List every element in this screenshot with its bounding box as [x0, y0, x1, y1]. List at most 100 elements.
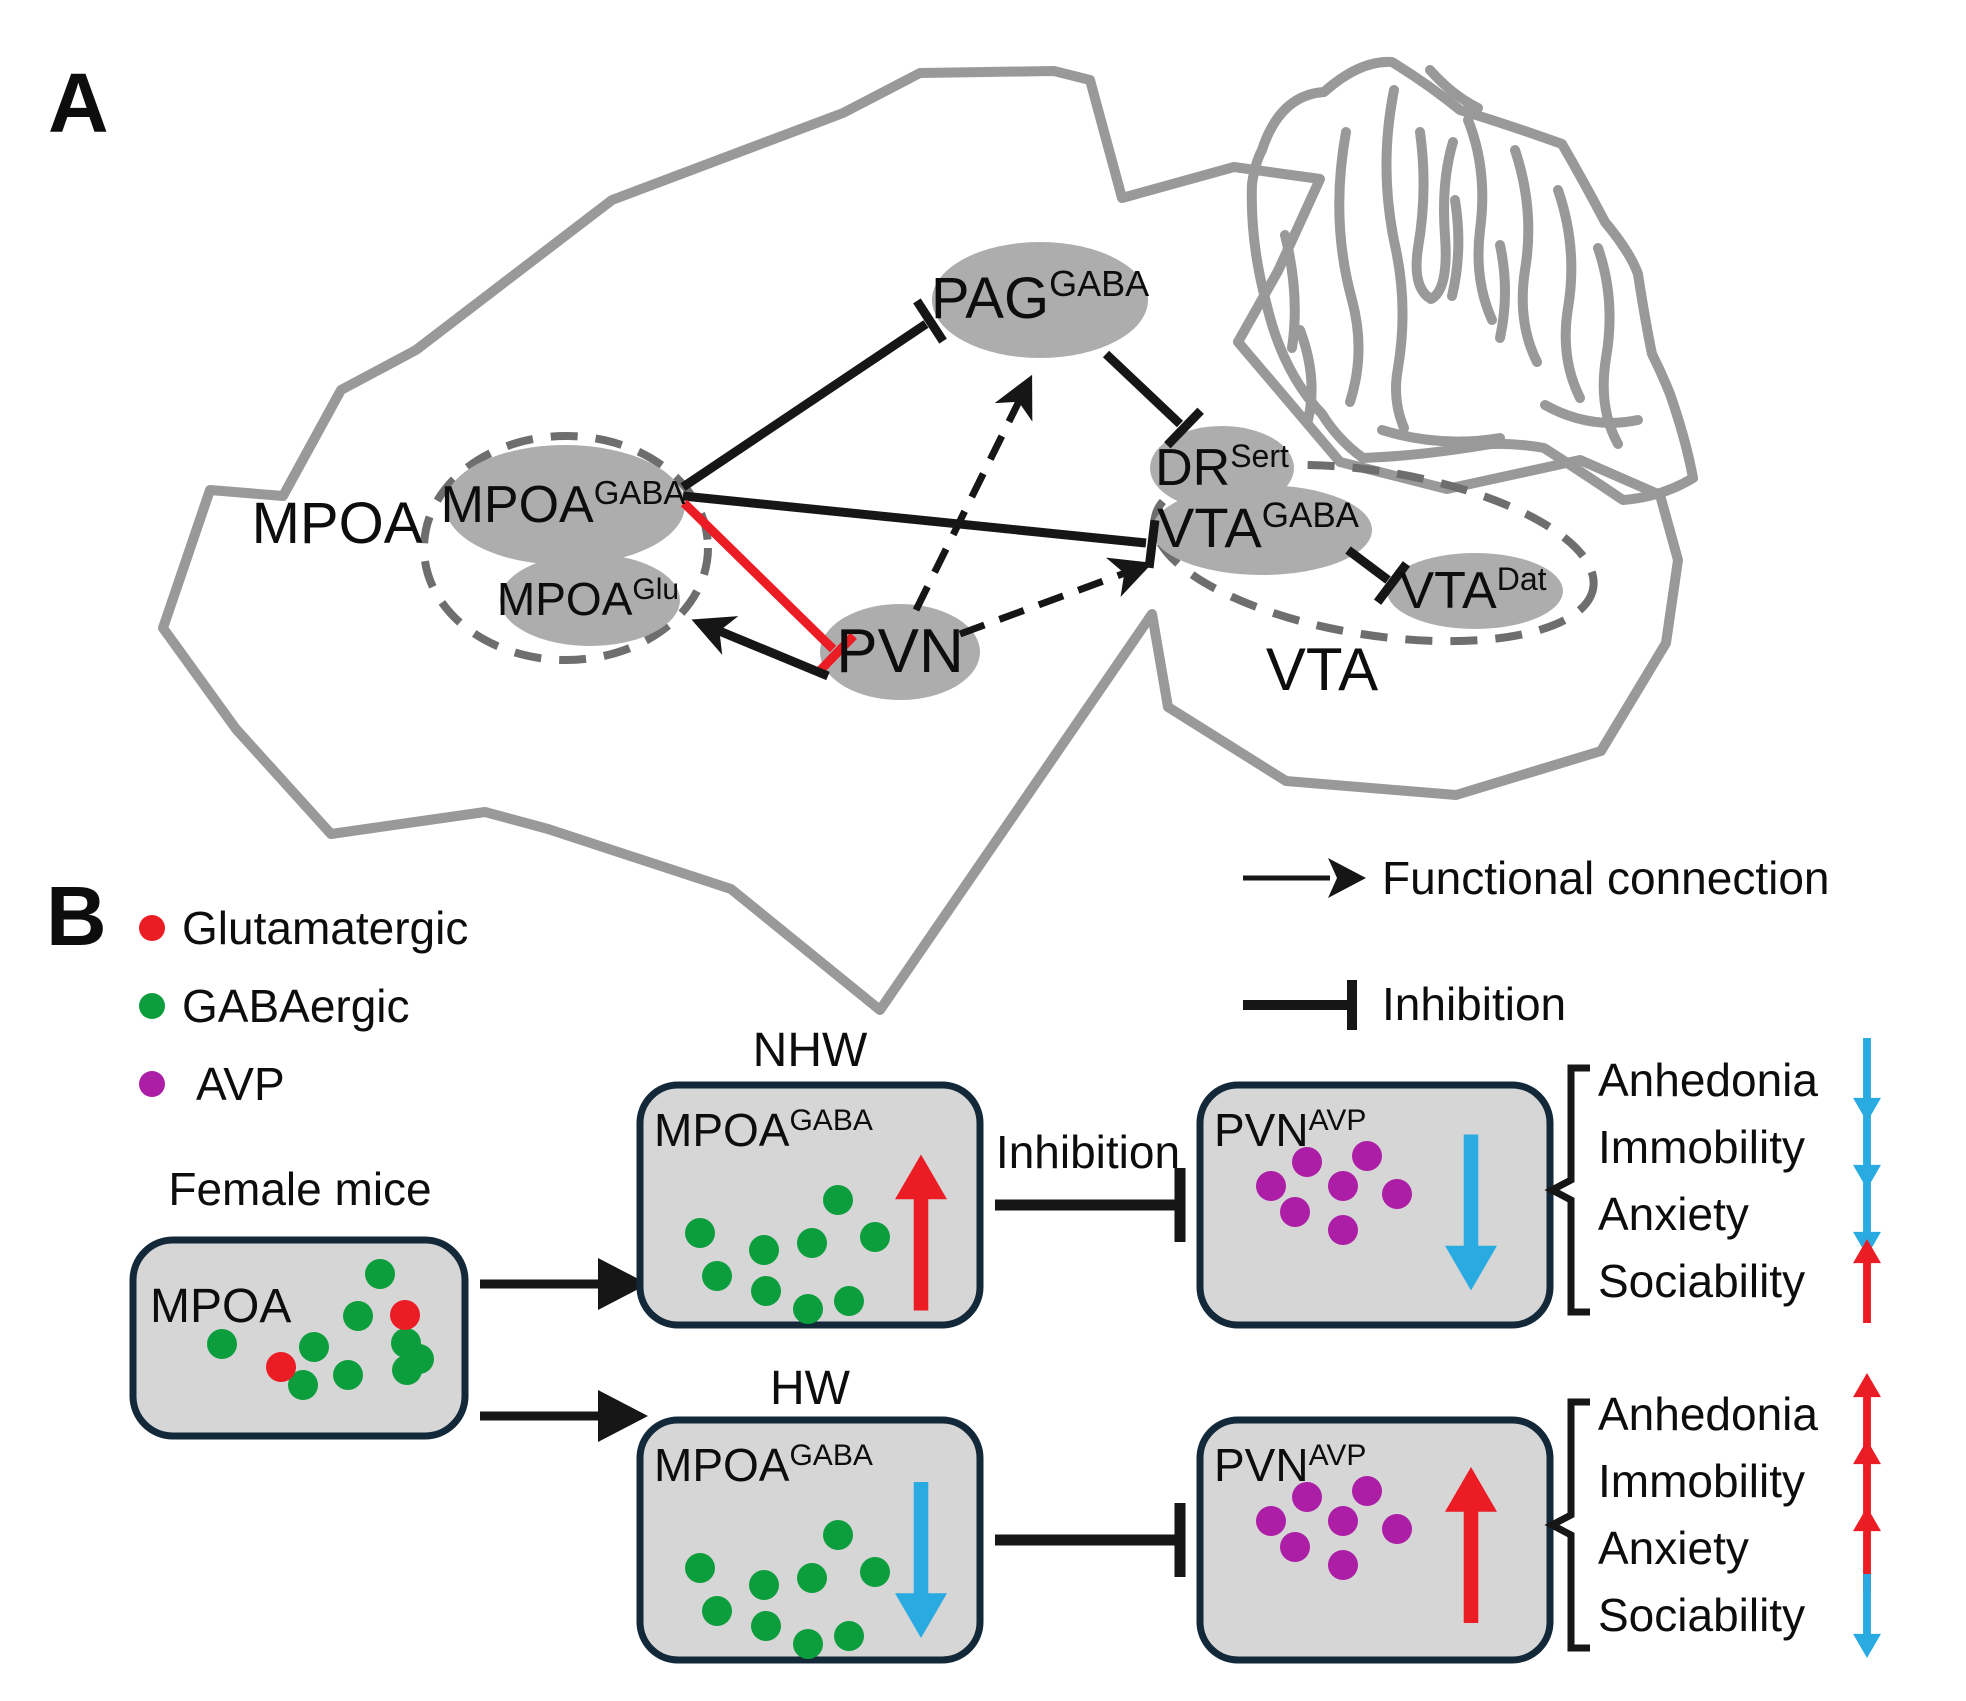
outcome-arrow-icon [1853, 1239, 1881, 1323]
gaba-neuron-dot [860, 1557, 890, 1587]
condition-label-hw: HW [770, 1362, 851, 1415]
gaba-neuron-dot [392, 1355, 422, 1385]
arrowhead-icon [598, 1258, 648, 1310]
hw-pvn-box-label: PVNAVP [1214, 1439, 1366, 1491]
nhw-outcomes: Anhedonia Immobility Anxiety Sociability [1598, 1038, 1881, 1323]
nhw-mpoa-box-label: MPOAGABA [654, 1104, 873, 1156]
nhw-avp-dots [1256, 1141, 1412, 1245]
gaba-neuron-dot [749, 1570, 779, 1600]
gaba-neuron-dot [797, 1563, 827, 1593]
avp-neuron-dot [1292, 1147, 1322, 1177]
gaba-neuron-dot [685, 1553, 715, 1583]
legend-label-avp: AVP [196, 1058, 285, 1110]
gaba-neuron-dot [834, 1286, 864, 1316]
glu-neuron-dot [266, 1352, 296, 1382]
outcome-label: Anhedonia [1598, 1054, 1818, 1106]
neuron-legend: Glutamatergic GABAergic AVP [139, 902, 468, 1110]
node-label-pvn: PVN [836, 617, 963, 686]
gaba-neuron-dot [793, 1294, 823, 1324]
gaba-neuron-dot [207, 1329, 237, 1359]
gaba-neuron-dot [702, 1261, 732, 1291]
gaba-neuron-dot [751, 1276, 781, 1306]
outcome-label: Immobility [1598, 1121, 1805, 1173]
avp-neuron-dot [1256, 1506, 1286, 1536]
hw-mpoa-box-label: MPOAGABA [654, 1439, 873, 1491]
avp-neuron-dot [1352, 1476, 1382, 1506]
brain-outline [158, 66, 1683, 1015]
gaba-neuron-dot [702, 1596, 732, 1626]
outcome-arrow-icon [1853, 1574, 1881, 1658]
gaba-neuron-dot [797, 1228, 827, 1258]
node-mpoa-glu [500, 554, 680, 646]
arrowhead-icon [1328, 858, 1366, 898]
edge-paggaba-inhibits-drsert [1102, 350, 1184, 428]
legend-label-functional-connection: Functional connection [1382, 852, 1830, 904]
arrowhead-icon [598, 1390, 648, 1442]
panel-b: B Glutamatergic GABAergic AVP Functional… [46, 852, 1881, 1664]
pathway-hw: HW MPOAGABA PVNAVP [636, 1362, 1881, 1664]
cerebellum-icon [1246, 56, 1698, 505]
gaba-neuron-dot [288, 1370, 318, 1400]
nhw-gaba-dots [685, 1185, 890, 1324]
gaba-neuron-dot [823, 1520, 853, 1550]
gabaergic-dot-icon [139, 993, 165, 1019]
edge-vtagaba-inhibits-vtadat [1345, 546, 1391, 584]
panel-a: A [48, 56, 1698, 1015]
mpoa-source-glu-dots [266, 1300, 420, 1382]
node-label-dr-sert: DRSert [1155, 438, 1289, 497]
gaba-neuron-dot [343, 1301, 373, 1331]
glutamatergic-dot-icon [139, 915, 165, 941]
avp-neuron-dot [1382, 1514, 1412, 1544]
outcome-label: Immobility [1598, 1455, 1805, 1507]
hw-pvn-box [1196, 1416, 1554, 1664]
legend-label-gabaergic: GABAergic [182, 980, 410, 1032]
nhw-link-label: Inhibition [996, 1126, 1180, 1178]
node-label-pag-gaba: PAGGABA [931, 263, 1149, 331]
gaba-neuron-dot [751, 1611, 781, 1641]
tbar-icon [1373, 561, 1411, 605]
edge-mpoagaba-inhibits-pvn-red [680, 499, 837, 653]
edge-pvn-to-paggaba-dashed [912, 374, 1033, 612]
node-pvn [820, 604, 980, 700]
circuit-edges [680, 298, 1411, 681]
avp-neuron-dot [1280, 1197, 1310, 1227]
gaba-neuron-dot [860, 1222, 890, 1252]
outcome-label: Anxiety [1598, 1188, 1749, 1240]
outcome-label: Anxiety [1598, 1522, 1749, 1574]
mpoa-source-box-label: MPOA [150, 1280, 291, 1333]
region-label-vta: VTA [1266, 636, 1378, 703]
avp-neuron-dot [1280, 1532, 1310, 1562]
edge-pvn-to-mpoa-arrow [691, 616, 830, 681]
node-vta-gaba [1152, 485, 1372, 575]
gaba-neuron-dot [834, 1621, 864, 1651]
nhw-pvn-box-label: PVNAVP [1214, 1104, 1366, 1156]
mpoa-source-gaba-dots [207, 1259, 434, 1400]
gaba-neuron-dot [299, 1332, 329, 1362]
gaba-neuron-dot [685, 1218, 715, 1248]
tbar-icon [817, 632, 857, 674]
avp-neuron-dot [1256, 1171, 1286, 1201]
node-label-mpoa-gaba: MPOAGABA [441, 474, 686, 534]
avp-dot-icon [139, 1071, 165, 1097]
brace-icon [1544, 1398, 1590, 1652]
mpoa-source-box [129, 1236, 469, 1440]
node-label-vta-dat: VTADat [1399, 561, 1546, 620]
brace-icon [1544, 1064, 1590, 1316]
hw-gaba-dots [685, 1520, 890, 1659]
legend-label-glutamatergic: Glutamatergic [182, 902, 468, 954]
panel-b-letter: B [46, 869, 107, 963]
hw-outcomes: Anhedonia Immobility Anxiety Sociability [1598, 1373, 1881, 1658]
avp-neuron-dot [1328, 1215, 1358, 1245]
node-vta-dat [1387, 553, 1563, 629]
edge-pvn-to-vtagaba-dashed [958, 557, 1153, 638]
avp-neuron-dot [1328, 1506, 1358, 1536]
female-mice-label: Female mice [168, 1163, 431, 1215]
gaba-neuron-dot [749, 1235, 779, 1265]
gaba-neuron-dot [365, 1259, 395, 1289]
hw-avp-dots [1256, 1476, 1412, 1580]
condition-label-nhw: NHW [753, 1024, 868, 1077]
edge-legend: Functional connection Inhibition [1243, 852, 1830, 1030]
tbar-icon [1164, 407, 1204, 449]
